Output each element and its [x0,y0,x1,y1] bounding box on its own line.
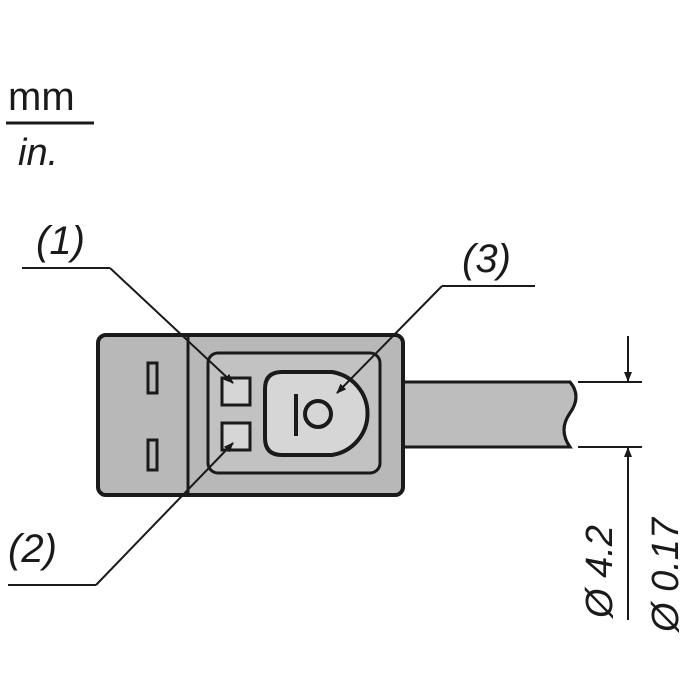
unit-mm-label: mm [8,75,75,119]
dimension-imperial-label: Ø 0.17 [645,516,687,634]
connector-pin-bottom [146,438,159,472]
led-indicator-2 [220,421,252,452]
dimension-metric-label: Ø 4.2 [579,525,621,620]
units-legend: mm in. [6,75,94,174]
callout-2-leader [95,442,234,586]
callout-3-label: (3) [462,237,511,281]
callout-1-label: (1) [36,219,85,263]
callout-3: (3) [336,237,535,394]
cable-body [398,380,578,449]
cable [398,380,578,449]
callout-2-label: (2) [8,527,57,571]
sensor-body [96,333,405,497]
connector-pin-top [146,361,159,395]
cable-diameter-dimension: Ø 4.2 Ø 0.17 [578,336,687,634]
callout-1-leader [109,267,234,384]
callout-1: (1) [22,219,234,384]
cable-break-line [562,381,578,448]
sensing-window-lens [303,399,333,429]
unit-in-label: in. [18,132,58,174]
callout-3-leader [336,285,443,394]
led-indicator-1 [220,376,252,407]
callout-2: (2) [8,442,234,586]
